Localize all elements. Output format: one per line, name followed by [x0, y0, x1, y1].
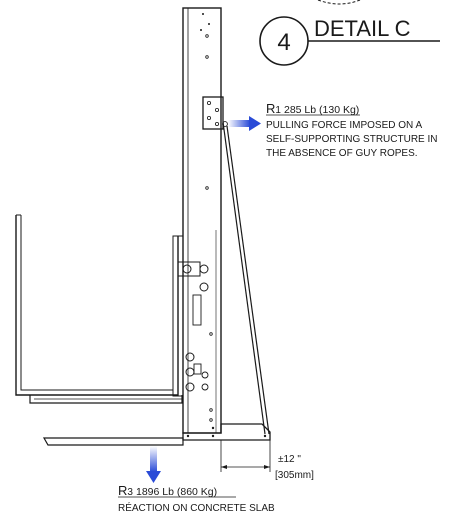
mast-bolt	[209, 408, 213, 412]
base-plate	[182, 423, 271, 441]
dimension-imperial: ±12 "	[278, 454, 301, 465]
base-plate-outline	[182, 423, 271, 441]
mast-bolt	[205, 34, 209, 38]
mast-bolt	[208, 23, 210, 25]
roller	[182, 264, 192, 274]
roller	[185, 352, 195, 362]
r1-description-line-2: SELF-SUPPORTING STRUCTURE IN	[266, 134, 438, 145]
r3-label: R3	[118, 483, 133, 498]
platform-frame	[15, 215, 179, 396]
top-partial-arc	[317, 0, 361, 5]
roller	[185, 382, 195, 392]
roller	[185, 367, 195, 377]
dimension-metric: [305mm]	[275, 470, 314, 481]
mast	[182, 7, 222, 434]
platform-inner	[20, 215, 173, 391]
bracket-bolt	[214, 108, 219, 113]
mast-bolt	[205, 55, 209, 59]
base-bolt	[211, 434, 215, 438]
bracket-pivot	[222, 121, 228, 127]
roller	[199, 282, 209, 292]
bracket-bolt	[206, 101, 211, 106]
r1-annotation: R1 285 Lb (130 Kg) PULLING FORCE IMPOSED…	[266, 101, 438, 159]
roller	[201, 383, 209, 391]
bracket-bolt	[206, 116, 211, 121]
bracket-plate	[202, 96, 224, 130]
detail-title: DETAIL C	[314, 16, 411, 41]
top-bracket	[202, 96, 228, 130]
r1-label: R1	[266, 101, 281, 116]
mast-outline	[182, 7, 222, 434]
r3-description: RÉACTION ON CONCRETE SLAB	[118, 501, 275, 514]
mast-bolt	[209, 418, 213, 422]
r1-description-line-1: PULLING FORCE IMPOSED ON A	[266, 120, 422, 131]
r1-description-line-3: THE ABSENCE OF GUY ROPES.	[266, 148, 418, 159]
base-bolt	[211, 426, 215, 430]
mast-bolt	[200, 29, 202, 31]
mast-bolt	[209, 332, 213, 336]
r3-value: 1896 Lb (860 Kg)	[136, 486, 217, 498]
bracket-bolt	[214, 122, 219, 127]
r3-force-arrow	[146, 446, 161, 483]
slab	[42, 437, 184, 446]
carriage-mechanism	[177, 261, 209, 392]
base-bolt	[186, 434, 190, 438]
carriage-plate	[172, 235, 184, 397]
roller	[201, 371, 209, 379]
r1-value: 285 Lb (130 Kg)	[284, 104, 359, 116]
roller	[199, 264, 209, 274]
r3-annotation: R3 1896 Lb (860 Kg) RÉACTION ON CONCRETE…	[118, 483, 275, 514]
r1-force-arrow	[228, 116, 261, 131]
mast-bolt	[205, 186, 209, 190]
mast-bolt	[202, 13, 204, 15]
dimension: ±12 " [305mm]	[220, 440, 314, 481]
platform	[15, 214, 184, 404]
diagonal-brace	[222, 121, 270, 435]
detail-number: 4	[277, 29, 290, 56]
base-bolt	[263, 434, 267, 438]
detail-callout: 4 DETAIL C	[259, 16, 440, 66]
